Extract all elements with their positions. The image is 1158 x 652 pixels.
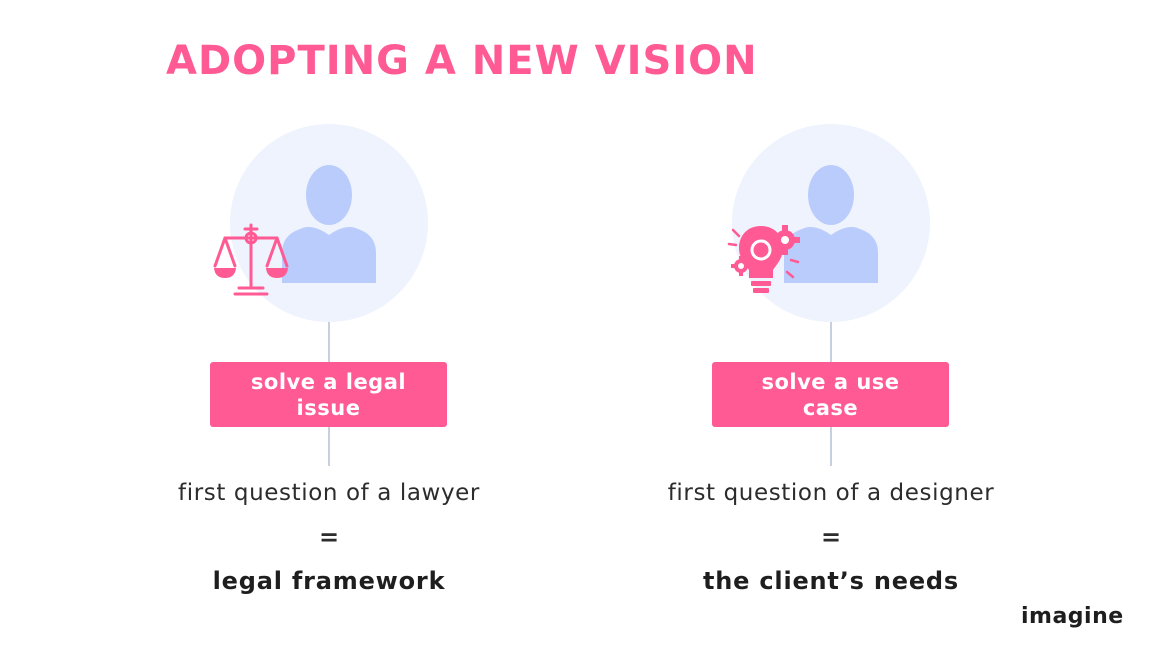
pill-label: solve a legal issue bbox=[250, 369, 407, 420]
solve-use-case-pill: solve a use case bbox=[712, 362, 949, 427]
designer-question: first question of a designer bbox=[667, 480, 995, 506]
scales-of-justice-icon bbox=[213, 223, 289, 296]
imagine-logo: imagine bbox=[1021, 604, 1124, 629]
pill-label: solve a use case bbox=[761, 369, 900, 420]
equals-sign: = bbox=[820, 523, 842, 551]
lawyer-answer: legal framework bbox=[212, 567, 446, 595]
designer-answer: the client’s needs bbox=[703, 567, 959, 595]
person-icon bbox=[282, 165, 376, 283]
page-title: ADOPTING A NEW VISION bbox=[166, 38, 758, 84]
designer-column: solve a use case first question of a des… bbox=[631, 0, 1031, 652]
lawyer-column: solve a legal issue first question of a … bbox=[129, 0, 529, 652]
solve-legal-issue-pill: solve a legal issue bbox=[210, 362, 447, 427]
person-icon bbox=[784, 165, 878, 283]
equals-sign: = bbox=[318, 523, 340, 551]
lightbulb-gears-icon bbox=[727, 225, 800, 293]
lawyer-question: first question of a lawyer bbox=[178, 480, 480, 506]
